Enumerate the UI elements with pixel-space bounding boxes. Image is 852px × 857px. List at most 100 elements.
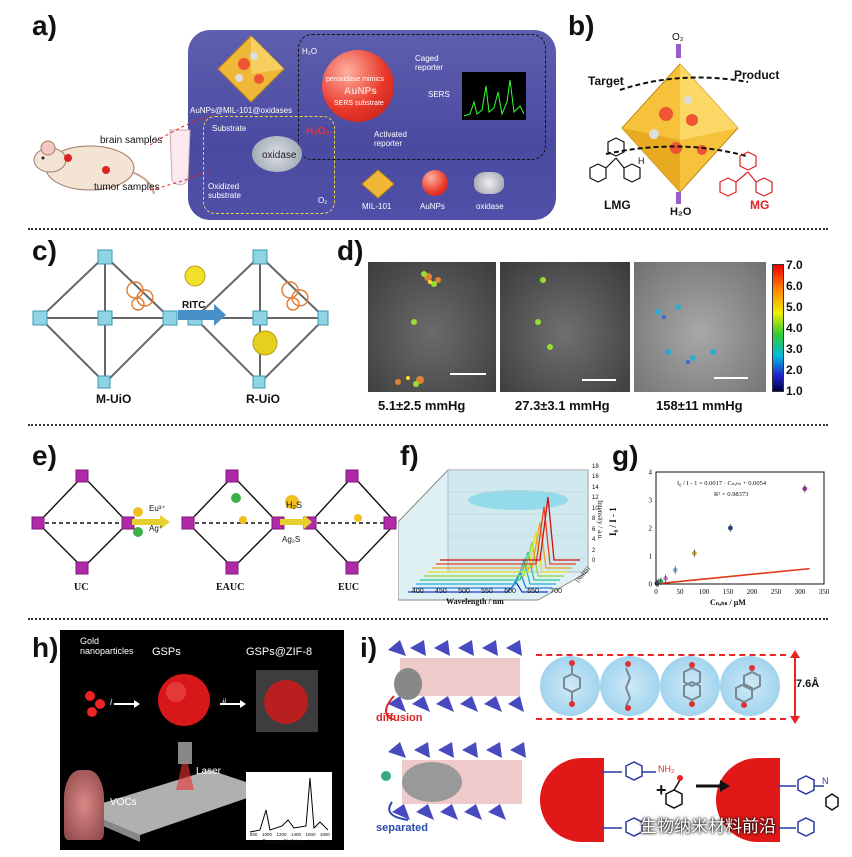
f-ztick: 2: [592, 547, 596, 554]
n-label: N: [822, 776, 829, 786]
plot-frame: [655, 471, 825, 585]
raman-tick: 1400: [290, 832, 301, 837]
g-xlabel: Cₙₐₕₛ / μM: [710, 598, 746, 607]
f-xticks: 400 450 500 550 600 650 700: [412, 588, 562, 595]
panel-label-d: d): [337, 235, 364, 266]
waterfall-3d-plot: [398, 469, 589, 601]
f-ztick: 8: [592, 516, 596, 523]
mg-label: MG: [750, 198, 770, 212]
raman-tick: 1600: [305, 832, 316, 837]
oxidized-substrate-label: Oxidized substrate: [208, 182, 241, 200]
raman-tick: 800: [250, 832, 258, 837]
raman-ticks: 800 1000 1200 1400 1600 1800: [250, 832, 330, 837]
svg-text:+: +: [656, 780, 667, 800]
f-ztick: 16: [592, 474, 599, 481]
channel-wall-bottom: [536, 718, 786, 720]
r-uio-label: R-UiO: [246, 392, 280, 406]
spacing-label: 7.6Å: [796, 678, 820, 690]
channel-wall-top: [536, 654, 786, 656]
x-tick-label: 150: [723, 588, 734, 596]
sers-region: [298, 34, 546, 160]
f-ztick: 4: [592, 537, 596, 544]
product-label: Product: [734, 68, 780, 82]
panel-label-c: c): [32, 235, 57, 266]
raman-tick: 1000: [261, 832, 272, 837]
h2o-label: H₂O: [670, 206, 692, 218]
x-tick-label: 200: [747, 588, 758, 596]
f-xtick: 400: [412, 588, 424, 595]
x-tick-label: 350: [819, 588, 830, 596]
aunp-sphere: [322, 50, 394, 122]
h-label: H: [638, 156, 645, 166]
uc-label: UC: [74, 582, 89, 593]
eu-label: Eu³⁺: [149, 504, 166, 513]
colorbar-tick: 1.0: [786, 384, 803, 398]
legend-mil-label: MIL-101: [362, 202, 392, 211]
framework-channel-bottom: [381, 742, 526, 821]
panel-label-a: a): [32, 10, 57, 41]
caged-reporter-label: Caged reporter: [415, 54, 444, 72]
tumor-samples-label: tumor samples: [94, 182, 160, 193]
legend-mil-icon: [361, 169, 395, 199]
f-xtick: 650: [527, 588, 539, 595]
x-tick-label: 300: [795, 588, 806, 596]
lmg-label: LMG: [604, 198, 631, 212]
ritc-label: RITC: [182, 300, 206, 311]
pressure-label-1: 5.1±2.5 mmHg: [378, 398, 466, 413]
f-ztick: 10: [592, 505, 599, 512]
panel-label-g: g): [612, 440, 639, 471]
colorbar-tick: 4.0: [786, 321, 803, 335]
gspszif-label: GSPs@ZIF-8: [246, 646, 313, 658]
sers-spectrum: [462, 72, 526, 120]
f-zticks: 18 16 14 12 10 8 6 4 2 0: [592, 464, 599, 564]
mof-octahedron-icon: [217, 35, 285, 103]
raman-tick: 1800: [319, 832, 330, 837]
panel-label-f: f): [400, 440, 419, 471]
f-xtick: 600: [504, 588, 516, 595]
pressure-label-3: 158±11 mmHg: [656, 398, 743, 413]
eauc-label: EAUC: [216, 582, 245, 593]
cell-image-3: [634, 262, 766, 392]
uio-framework-scheme: [32, 249, 329, 389]
h2o2-label: H₂O₂: [306, 126, 330, 137]
sers-label: SERS: [428, 90, 450, 99]
panel-label-h: h): [32, 632, 59, 663]
f-ztick: 18: [592, 464, 599, 470]
gold-hemisphere-left: [540, 758, 604, 842]
framework-channel-top: [385, 640, 524, 720]
legend-oxidase-icon: [474, 172, 504, 194]
separator: [28, 228, 828, 230]
g-ylabel: I₀ / I - 1: [608, 507, 618, 536]
f-xtick: 450: [435, 588, 447, 595]
y-tick-label: 1: [649, 553, 653, 561]
o2-label: O₂: [318, 196, 328, 205]
ag-label: Ag⁺: [149, 524, 164, 533]
f-xtick: 500: [458, 588, 470, 595]
panel-label-e: e): [32, 440, 57, 471]
aunps-label: AuNPs: [344, 86, 377, 97]
diffusion-label: diffusion: [376, 712, 423, 724]
colorbar-tick: 6.0: [786, 279, 803, 293]
x-tick-label: 0: [654, 588, 658, 596]
y-tick-label: 2: [649, 525, 653, 533]
vocs-label: VOCs: [110, 797, 137, 808]
g-r2: R² = 0.98373: [714, 491, 749, 498]
panel-label-i: i): [360, 632, 378, 663]
colorbar-ticks: 7.0 6.0 5.0 4.0 3.0 2.0 1.0: [786, 258, 803, 398]
o2-label: O₂: [672, 32, 684, 43]
peroxidase-label: peroxidase mimics: [326, 76, 384, 83]
mouse-illustration: [33, 140, 155, 195]
oxidase-region: [203, 116, 335, 214]
cell-image-2: [500, 262, 630, 392]
pressure-label-2: 27.3±3.1 mmHg: [515, 398, 610, 413]
f-ztick: 14: [592, 484, 599, 491]
colorbar-tick: 3.0: [786, 342, 803, 356]
watermark: 生物纳米材料前沿: [640, 817, 776, 837]
brain-samples-label: brain samples: [100, 135, 163, 146]
human-figure: [64, 770, 104, 840]
sers-substrate-label: SERS substrate: [334, 100, 384, 107]
panel-label-b: b): [568, 10, 595, 41]
separated-label: separated: [376, 822, 428, 834]
h2s-label: H₂S: [286, 500, 302, 510]
